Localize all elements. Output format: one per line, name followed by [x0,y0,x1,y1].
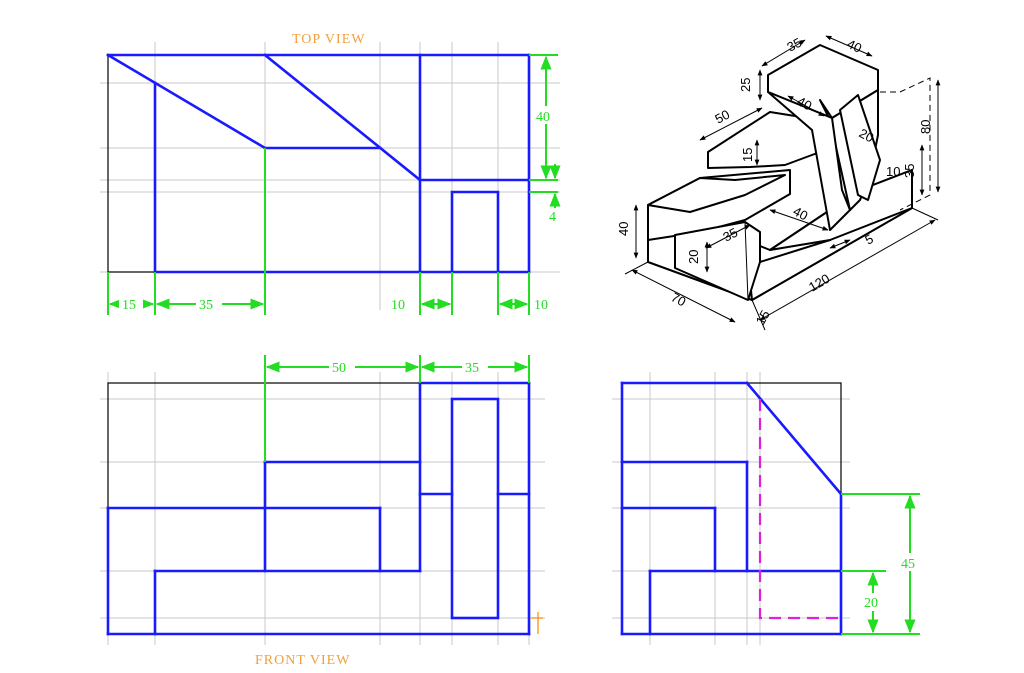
isometric-dimensions [624,35,941,331]
dim-40-top: 40 [536,110,550,125]
dim-35-top: 35 [199,298,213,313]
top-view-frame [107,54,530,273]
iso-dim-50: 50 [712,107,732,127]
dim-10-right: 10 [534,298,548,313]
dim-15: 15 [122,298,136,313]
iso-dim-5: 5 [862,231,875,248]
dim-50: 50 [332,361,346,376]
top-view-title: TOP VIEW [292,32,365,47]
side-view: 45 20 [612,372,922,645]
front-view-outline [106,381,531,636]
iso-dim-10-right: 10 [886,164,900,179]
iso-dim-35-base: 35 [720,225,740,245]
top-view-dimensions: 15 35 10 10 40 4 [107,54,561,315]
iso-dim-40-left: 40 [616,222,631,236]
iso-dim-70: 70 [669,289,689,309]
iso-dim-80: 80 [918,120,933,134]
iso-dim-20-slot: 20 [857,125,877,145]
dim-4: 4 [549,210,556,225]
iso-dim-25: 25 [738,78,753,92]
iso-dim-40-mid: 40 [795,93,815,113]
dim-35-front: 35 [465,361,479,376]
front-view: FRONT VIEW [100,355,545,668]
iso-dim-40-base: 40 [791,203,811,223]
iso-dim-40-top: 40 [845,36,864,56]
front-view-dimensions: 50 35 [264,355,543,634]
iso-dim-15-step: 15 [740,148,755,162]
iso-dim-35-right: 35 [902,164,917,178]
front-view-title: FRONT VIEW [255,653,350,668]
top-view: TOP VIEW [100,32,561,315]
top-view-outline [106,53,531,274]
isometric-view: 35 40 25 40 50 15 20 80 35 10 40 40 35 2… [616,35,941,331]
iso-dim-15-bottom: 15 [753,307,773,327]
side-view-dimensions: 45 20 [841,493,922,635]
dim-20-side: 20 [864,596,878,611]
top-view-grid [100,42,560,310]
side-view-outline [620,381,843,636]
dim-45: 45 [901,557,915,572]
iso-dim-35-top: 35 [784,35,804,55]
iso-dim-20-base: 20 [686,250,701,264]
hidden-line [758,399,841,620]
dim-10-left: 10 [391,298,405,313]
